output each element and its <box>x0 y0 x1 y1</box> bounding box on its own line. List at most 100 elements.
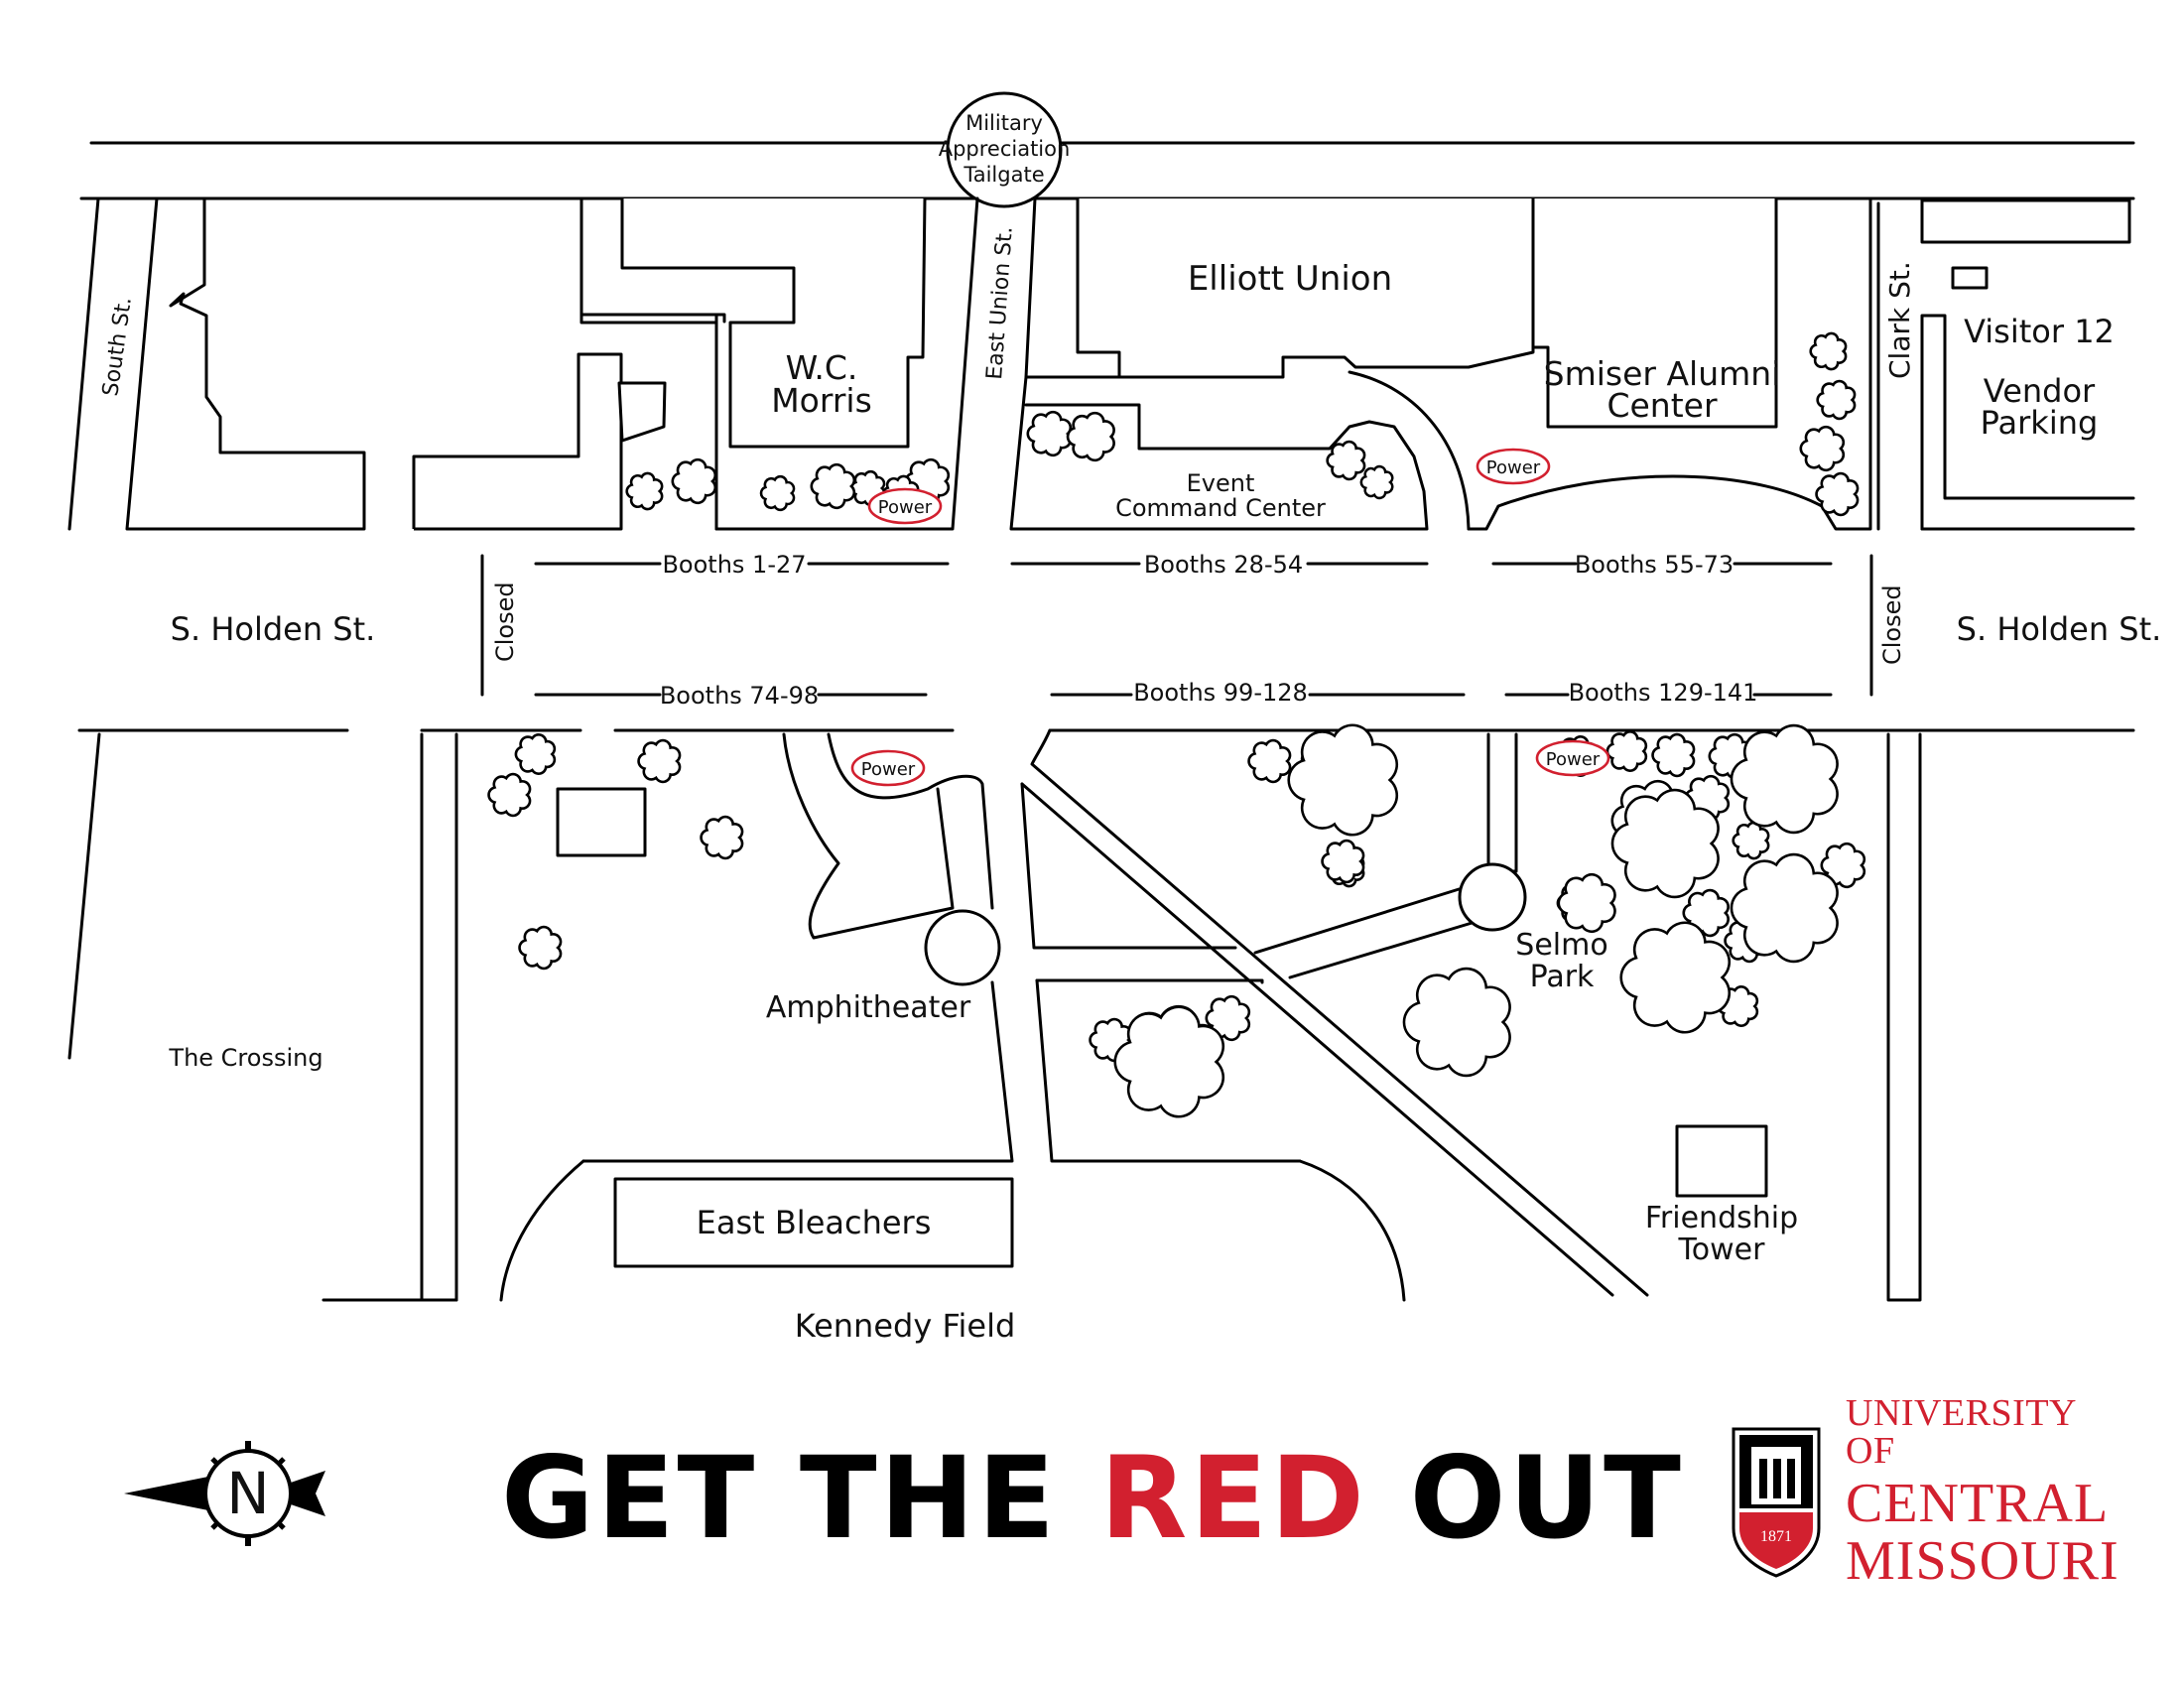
amphitheater-path-west <box>782 732 955 940</box>
friendship-tower-building[interactable] <box>1675 1124 1768 1198</box>
east-walkway <box>1886 732 1922 1302</box>
tree-icon <box>1557 872 1616 934</box>
ucm-wordmark: UNIVERSITY OF CENTRAL MISSOURI <box>1846 1394 2133 1589</box>
tree-icon <box>1730 723 1839 835</box>
power-marker-smiser[interactable]: Power <box>1476 448 1551 485</box>
booths-28-54-label: Booths 28-54 <box>1144 551 1303 579</box>
booths-129-141-label: Booths 129-141 <box>1569 679 1758 707</box>
booths-55-73-label: Booths 55-73 <box>1575 551 1734 579</box>
compass-tail-icon <box>288 1471 325 1516</box>
wc-morris-frontage <box>714 196 979 531</box>
central-lawn-curve <box>1298 1159 1406 1302</box>
visitor-booth <box>1951 266 1989 290</box>
tree-icon <box>1619 921 1732 1034</box>
tree-icon <box>1321 839 1365 884</box>
tree-icon <box>1730 852 1839 964</box>
tree-icon <box>671 457 717 505</box>
selmo-north-walk <box>1486 732 1518 873</box>
vendor-parking-label-line2: Parking <box>1981 404 2099 442</box>
west-parking-lot <box>617 381 667 443</box>
vendor-parking-label-line1: Vendor <box>1984 372 2096 410</box>
logo-line2: CENTRAL <box>1846 1473 2110 1534</box>
tree-icon <box>518 925 563 971</box>
s-holden-east-label: S. Holden St. <box>1957 610 2162 648</box>
power-label: Power <box>878 497 933 518</box>
tailgate-label-line3: Tailgate <box>963 163 1044 187</box>
west-lawn-building <box>556 787 647 857</box>
clark-st-label: Clark St. <box>1883 261 1916 379</box>
vendor-building-strip <box>1920 198 2131 244</box>
central-lawn-north <box>1020 782 1237 950</box>
tree-icon <box>1066 411 1115 462</box>
east-union-st-label: East Union St. <box>982 225 1018 380</box>
tree-icon <box>514 733 557 775</box>
friendship-tower-label-line1: Friendship <box>1645 1201 1798 1235</box>
tree-icon <box>1815 471 1860 517</box>
tailgate-label-line1: Military <box>965 111 1043 135</box>
booths-99-128-label: Booths 99-128 <box>1133 679 1308 707</box>
military-tailgate-marker[interactable] <box>946 91 1063 208</box>
power-label: Power <box>1546 749 1601 770</box>
compass: N <box>124 1441 325 1546</box>
amphitheater-circle[interactable] <box>924 909 1001 986</box>
power-marker-amphitheater[interactable]: Power <box>850 749 926 787</box>
title-part1: GET THE <box>501 1432 1100 1564</box>
the-crossing-label: The Crossing <box>168 1044 322 1072</box>
tree-icon <box>1026 410 1073 457</box>
south-st-label: South St. <box>98 296 137 398</box>
central-lawn-edge <box>1035 978 1302 1163</box>
power-label: Power <box>1486 457 1541 478</box>
south-st-west-edge <box>67 196 100 531</box>
tree-icon <box>810 462 856 510</box>
event-command-label-line1: Event <box>1187 469 1255 497</box>
tree-icon <box>759 474 796 512</box>
tree-icon <box>1205 994 1251 1042</box>
tree-icon <box>1732 821 1770 860</box>
tree-icon <box>1816 379 1857 421</box>
diagonal-walk-south <box>1020 782 1614 1297</box>
s-holden-west-label: S. Holden St. <box>171 610 376 648</box>
wc-morris-building <box>620 197 927 449</box>
elliott-union-label: Elliott Union <box>1188 259 1392 299</box>
smiser-label-line2: Center <box>1606 386 1718 425</box>
power-marker-selmo[interactable]: Power <box>1535 739 1610 777</box>
tree-icon <box>1113 1005 1225 1118</box>
east-bleachers[interactable] <box>613 1177 1014 1268</box>
compass-letter: N <box>226 1460 269 1527</box>
tree-icon <box>1402 967 1511 1078</box>
title-red-word: RED <box>1099 1432 1367 1564</box>
tree-icon <box>1809 331 1848 371</box>
logo-line3: MISSOURI <box>1846 1530 2120 1592</box>
tree-icon <box>1651 732 1696 778</box>
smiser-label-line1: Smiser Alumni <box>1544 354 1781 393</box>
tree-icon <box>1287 723 1399 837</box>
selmo-park-label-line2: Park <box>1530 960 1595 994</box>
central-lawn-south <box>1035 978 1264 984</box>
tree-icon <box>1799 425 1846 472</box>
closed-west-label: Closed <box>491 582 519 662</box>
event-command-lot <box>1009 375 1429 531</box>
tree-icon <box>487 772 532 818</box>
wc-morris-label-line1: W.C. <box>786 348 858 387</box>
logo-line1: UNIVERSITY OF <box>1846 1392 2076 1472</box>
power-label: Power <box>861 759 916 780</box>
tree-icon <box>1359 464 1394 500</box>
tree-icon <box>1247 738 1292 784</box>
selmo-park-circle[interactable] <box>1458 862 1527 932</box>
tree-icon <box>625 471 664 511</box>
tree-icon <box>1606 730 1648 772</box>
diagonal-walk-north <box>1030 728 1649 1297</box>
crossing-west-road <box>67 732 101 1060</box>
tailgate-label-line2: Appreciation <box>939 137 1071 161</box>
kennedy-field-label: Kennedy Field <box>795 1307 1016 1345</box>
amphitheater-path-east <box>827 732 994 910</box>
ucm-logo: UNIVERSITY OF CENTRAL MISSOURI <box>1727 1394 2123 1589</box>
event-command-label-line2: Command Center <box>1115 494 1326 522</box>
event-command-curve <box>1348 370 1471 531</box>
ucm-seal-icon: 1871 <box>1732 1427 1821 1578</box>
west-walkway <box>420 732 458 1302</box>
south-st-east-edge <box>125 196 366 531</box>
wc-morris-label-line2: Morris <box>771 381 872 420</box>
power-marker-wc-morris[interactable]: Power <box>867 487 943 525</box>
